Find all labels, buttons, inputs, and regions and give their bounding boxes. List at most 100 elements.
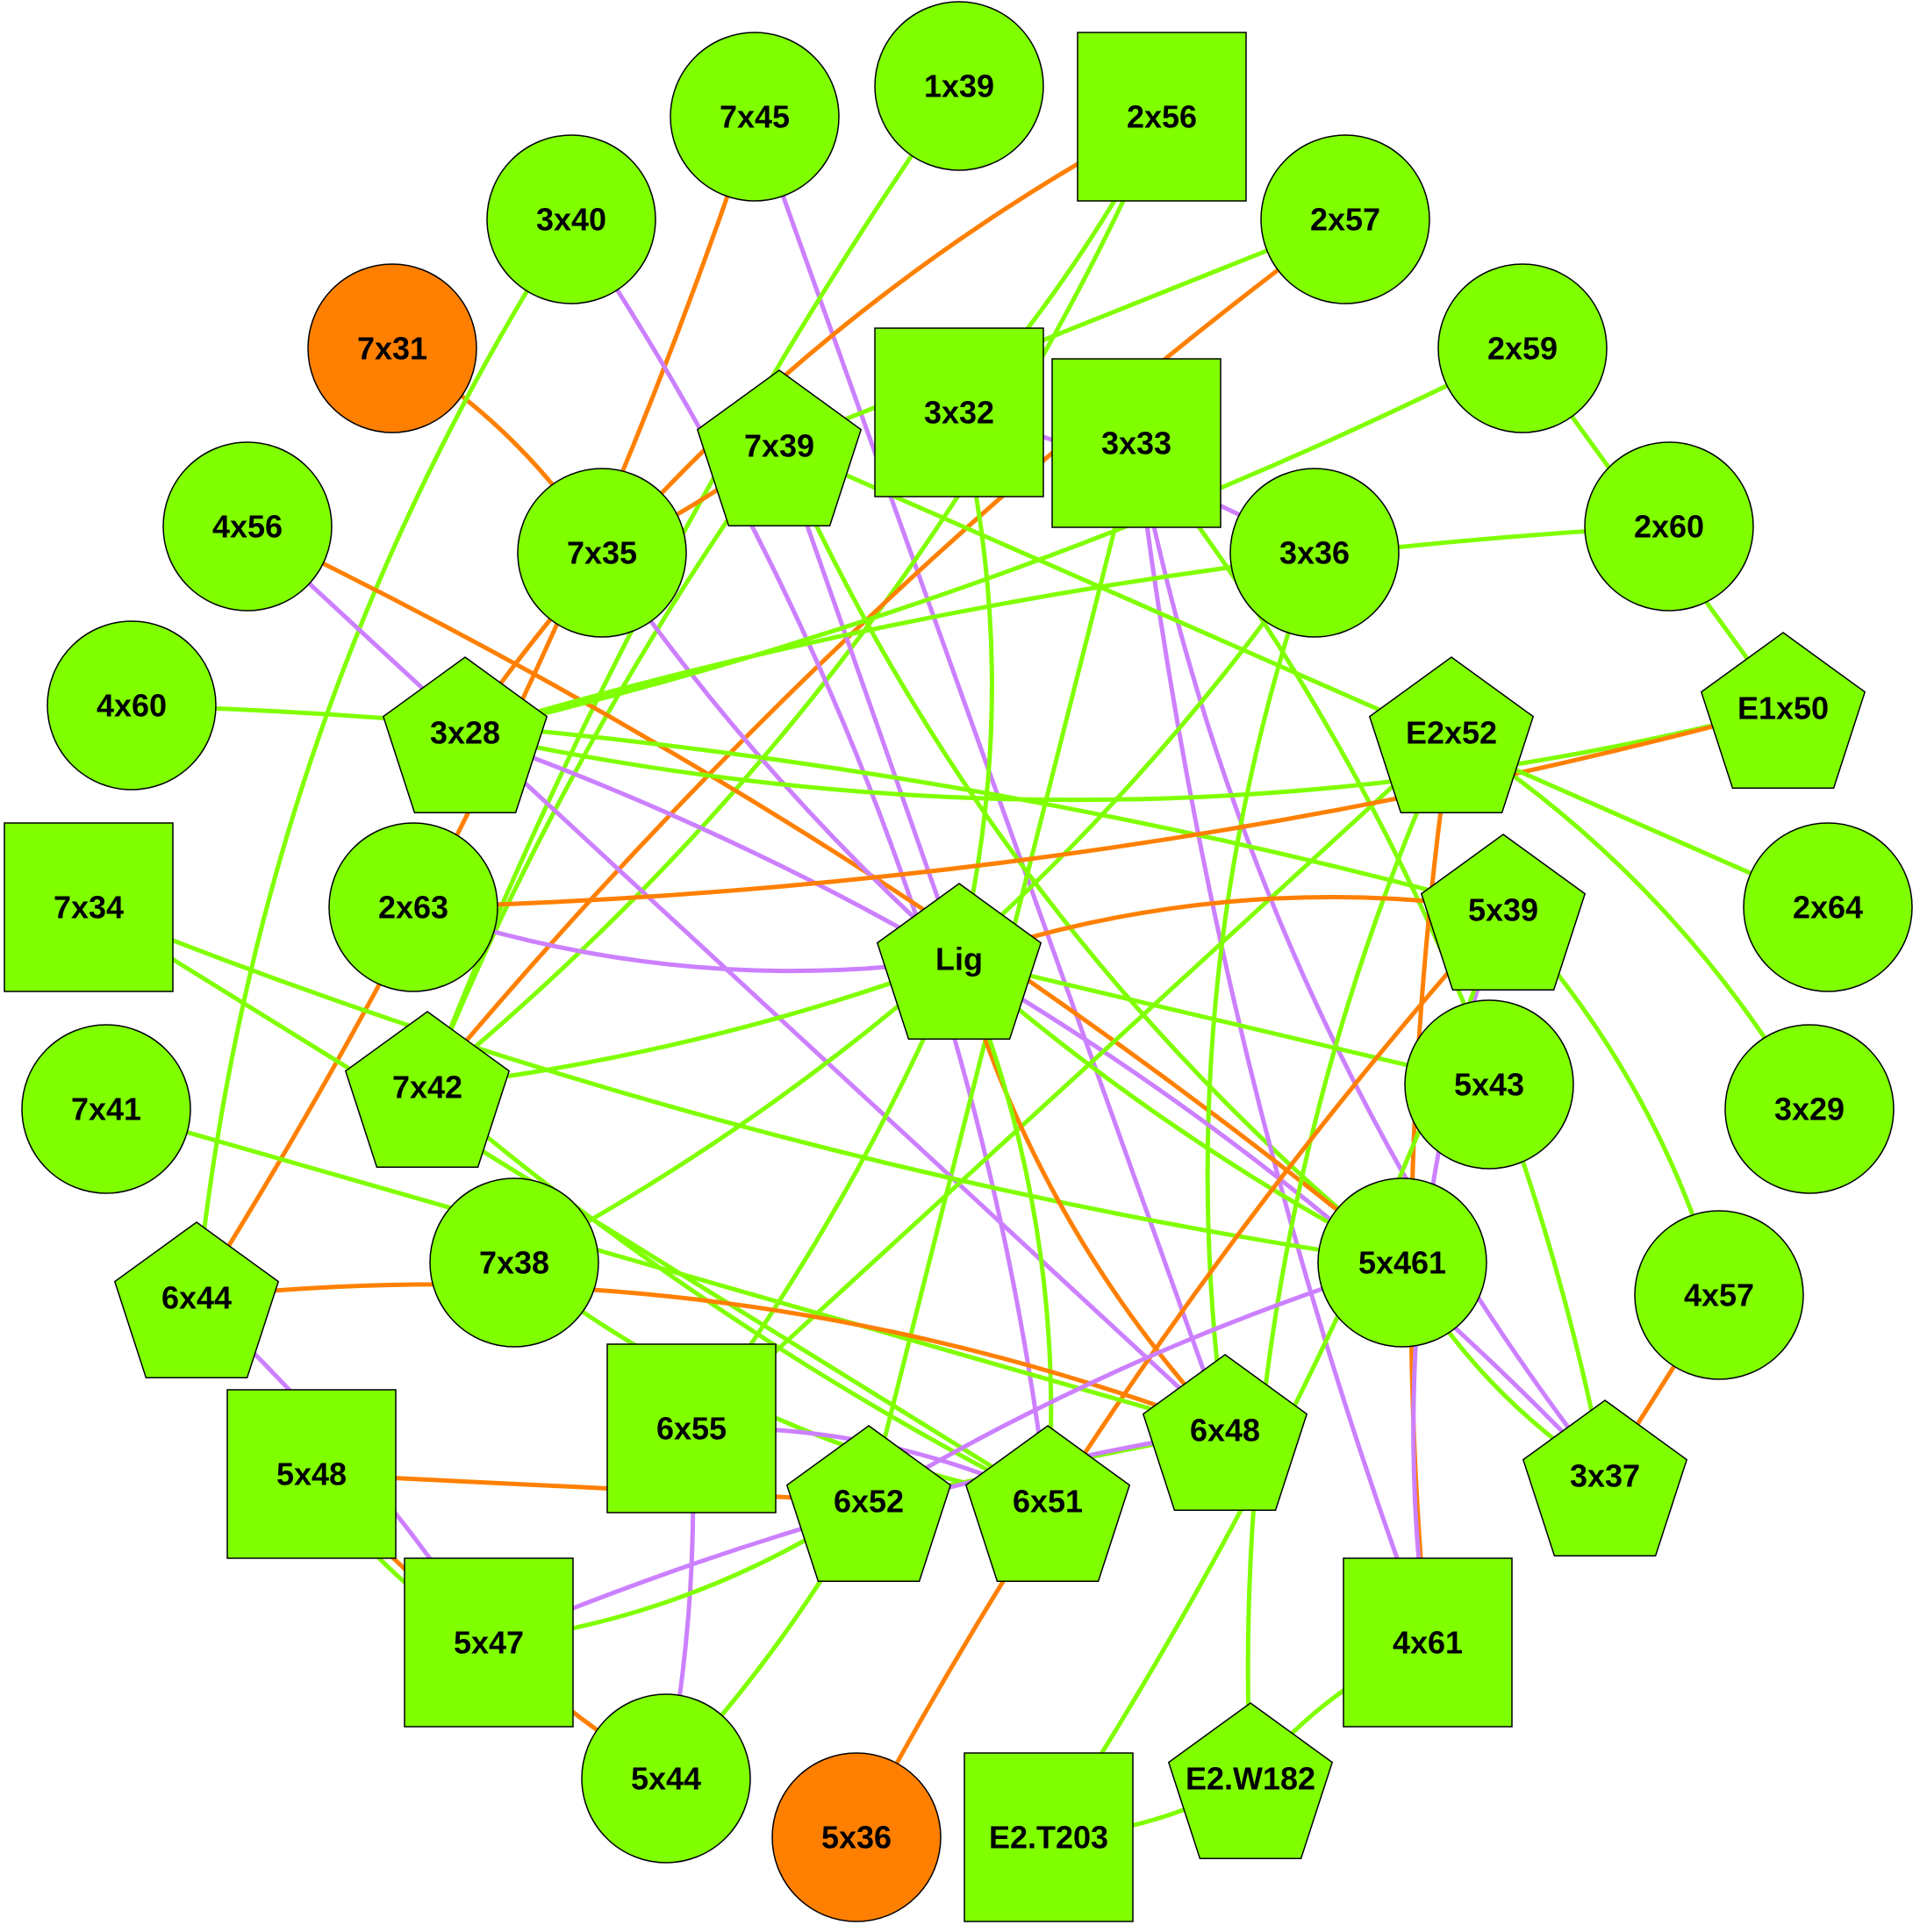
node-7x31[interactable]: 7x31 bbox=[307, 263, 477, 433]
node-4x56[interactable]: 4x56 bbox=[162, 441, 333, 612]
node-6x52[interactable]: 6x52 bbox=[785, 1425, 952, 1583]
node-4x57[interactable]: 4x57 bbox=[1634, 1210, 1804, 1380]
circle-shape bbox=[429, 1177, 599, 1348]
edge-2x56-7x42 bbox=[426, 115, 1164, 1089]
square-shape bbox=[404, 1557, 574, 1728]
node-7x41[interactable]: 7x41 bbox=[21, 1024, 191, 1194]
node-3x29[interactable]: 3x29 bbox=[1724, 1024, 1895, 1194]
node-2x64[interactable]: 2x64 bbox=[1743, 822, 1913, 992]
node-7x34[interactable]: 7x34 bbox=[4, 822, 174, 992]
edge-E1x50-2x63 bbox=[412, 705, 1784, 910]
node-2x60[interactable]: 2x60 bbox=[1584, 441, 1754, 612]
node-5x47[interactable]: 5x47 bbox=[404, 1557, 574, 1728]
node-label: E2x52 bbox=[1406, 715, 1497, 751]
node-7x45[interactable]: 7x45 bbox=[670, 32, 840, 202]
square-shape bbox=[1051, 358, 1221, 528]
node-6x48[interactable]: 6x48 bbox=[1142, 1354, 1308, 1512]
node-E2x52[interactable]: E2x52 bbox=[1368, 656, 1535, 814]
edge-3x40-6x51 bbox=[569, 218, 1050, 1502]
node-3x32[interactable]: 3x32 bbox=[874, 327, 1044, 497]
node-5x44[interactable]: 5x44 bbox=[581, 1693, 751, 1864]
edge-2x60-3x28 bbox=[464, 524, 1670, 735]
node-label: 7x45 bbox=[720, 99, 790, 135]
pentagon-shape bbox=[1700, 632, 1866, 790]
square-shape bbox=[1077, 32, 1247, 202]
edge-E2x52-6x55 bbox=[690, 731, 1453, 1430]
circle-shape bbox=[581, 1693, 751, 1864]
node-label: 4x56 bbox=[212, 509, 283, 545]
node-label: 5x43 bbox=[1454, 1067, 1524, 1103]
node-E2.W182[interactable]: E2.W182 bbox=[1167, 1702, 1334, 1860]
pentagon-shape bbox=[344, 1011, 511, 1169]
node-label: 5x44 bbox=[631, 1761, 701, 1797]
node-7x42[interactable]: 7x42 bbox=[344, 1011, 511, 1169]
square-shape bbox=[874, 327, 1044, 497]
node-Lig[interactable]: Lig bbox=[876, 883, 1042, 1041]
pentagon-shape bbox=[1522, 1399, 1688, 1557]
node-label: 3x37 bbox=[1570, 1458, 1640, 1494]
square-shape bbox=[226, 1389, 397, 1559]
pentagon-shape bbox=[1142, 1354, 1308, 1512]
node-2x59[interactable]: 2x59 bbox=[1437, 263, 1608, 433]
node-5x48[interactable]: 5x48 bbox=[226, 1389, 397, 1559]
edge-3x36-6x48 bbox=[1205, 552, 1317, 1431]
circle-shape bbox=[47, 620, 217, 791]
pentagon-shape bbox=[785, 1425, 952, 1583]
edge-2x57-7x39 bbox=[778, 217, 1346, 448]
node-2x57[interactable]: 2x57 bbox=[1260, 134, 1430, 304]
node-3x40[interactable]: 3x40 bbox=[486, 134, 656, 304]
node-2x63[interactable]: 2x63 bbox=[328, 822, 498, 992]
node-4x60[interactable]: 4x60 bbox=[47, 620, 217, 791]
nodes-layer: 1x39 7x45 2x56 3x40 2x57 7x31 2x59 7x39 3x323x33… bbox=[4, 1, 1913, 1922]
node-7x38[interactable]: 7x38 bbox=[429, 1177, 599, 1348]
node-label: 7x39 bbox=[744, 428, 814, 464]
node-6x51[interactable]: 6x51 bbox=[964, 1425, 1131, 1583]
node-E1x50[interactable]: E1x50 bbox=[1700, 632, 1866, 790]
node-3x28[interactable]: 3x28 bbox=[382, 656, 548, 814]
node-7x39[interactable]: 7x39 bbox=[696, 369, 863, 527]
node-label: 6x44 bbox=[161, 1280, 232, 1316]
node-5x39[interactable]: 5x39 bbox=[1420, 834, 1587, 991]
node-label: 6x55 bbox=[656, 1411, 727, 1447]
node-1x39[interactable]: 1x39 bbox=[874, 1, 1044, 171]
node-6x44[interactable]: 6x44 bbox=[113, 1221, 280, 1379]
node-label: 7x38 bbox=[479, 1245, 549, 1281]
node-5x43[interactable]: 5x43 bbox=[1404, 999, 1574, 1170]
node-label: 6x48 bbox=[1190, 1413, 1260, 1449]
circle-shape bbox=[1437, 263, 1608, 433]
node-label: 7x41 bbox=[71, 1091, 141, 1127]
edge-3x33-3x37 bbox=[1134, 442, 1607, 1478]
circle-shape bbox=[307, 263, 477, 433]
node-label: 2x59 bbox=[1487, 331, 1558, 367]
circle-shape bbox=[771, 1752, 942, 1922]
node-label: 5x461 bbox=[1358, 1245, 1446, 1281]
pentagon-shape bbox=[113, 1221, 280, 1379]
circle-shape bbox=[517, 468, 687, 638]
square-shape bbox=[1343, 1557, 1513, 1728]
node-label: 3x36 bbox=[1279, 535, 1350, 571]
node-3x36[interactable]: 3x36 bbox=[1229, 468, 1400, 638]
node-7x35[interactable]: 7x35 bbox=[517, 468, 687, 638]
node-3x37[interactable]: 3x37 bbox=[1522, 1399, 1688, 1557]
node-label: Lig bbox=[935, 941, 983, 977]
pentagon-shape bbox=[964, 1425, 1131, 1583]
edge-3x33-4x61 bbox=[1134, 442, 1430, 1643]
node-3x33[interactable]: 3x33 bbox=[1051, 358, 1221, 528]
edge-7x39-5x461 bbox=[777, 444, 1404, 1264]
node-5x461[interactable]: 5x461 bbox=[1317, 1177, 1487, 1348]
circle-shape bbox=[1743, 822, 1913, 992]
circle-shape bbox=[1260, 134, 1430, 304]
edge-7x39-2x64 bbox=[777, 443, 1830, 910]
node-E2.T203[interactable]: E2.T203 bbox=[964, 1752, 1134, 1922]
node-4x61[interactable]: 4x61 bbox=[1343, 1557, 1513, 1728]
node-6x55[interactable]: 6x55 bbox=[606, 1343, 777, 1513]
edge-7x42-6x51 bbox=[426, 1085, 1050, 1504]
circle-shape bbox=[1229, 468, 1400, 638]
edge-4x56-5x461 bbox=[246, 524, 1404, 1264]
node-5x36[interactable]: 5x36 bbox=[771, 1752, 942, 1922]
node-2x56[interactable]: 2x56 bbox=[1077, 32, 1247, 202]
circle-shape bbox=[1317, 1177, 1487, 1348]
circle-shape bbox=[328, 822, 498, 992]
pentagon-shape bbox=[382, 656, 548, 814]
